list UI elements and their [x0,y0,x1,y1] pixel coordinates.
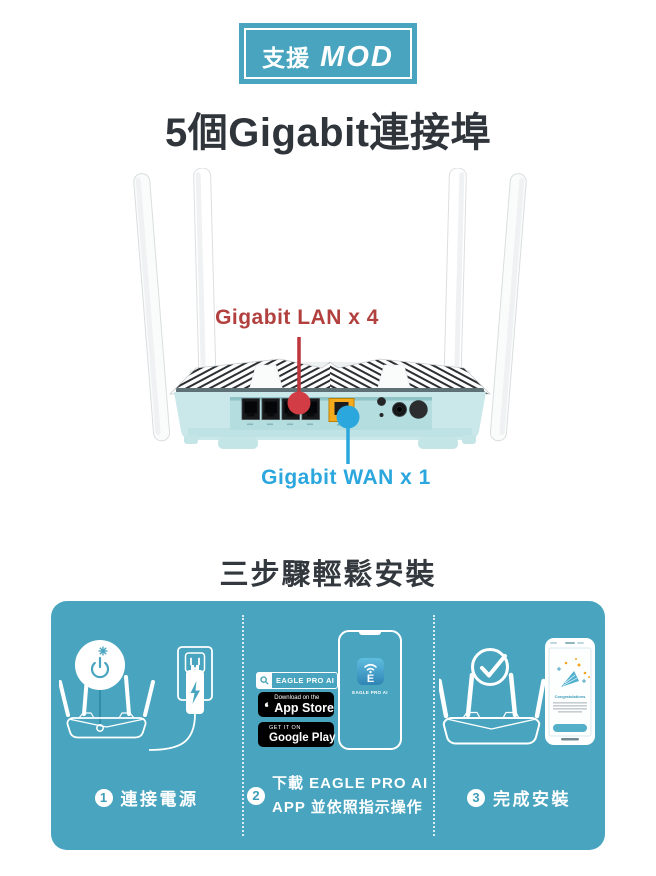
power-button [409,400,428,419]
antenna-left-outer [133,173,171,442]
router-outline [59,675,155,739]
install-section-title: 三步驟輕鬆安裝 [219,559,437,591]
phone-illustration-step2: E EAGLE PRO AI [338,630,402,750]
appstore-tagline: Download on the [274,694,320,701]
vent-hatch-right [330,359,490,394]
step3-number: 3 [467,788,485,807]
step1-label: 1 連接電源 [51,785,242,810]
reset-hole [379,413,384,417]
confetti-icon [557,658,590,687]
appstore-name: App Store [274,700,334,715]
phone-congrats-title: Congratulations [555,694,586,699]
router-back-photo [133,168,527,464]
step1-label-text: 連接電源 [120,790,199,809]
badge-mod-text: MOD [320,41,394,73]
phone-done-button [553,724,587,732]
step1-illustration [59,640,213,751]
wifi-icon [363,663,377,671]
app-icon-caption: EAGLE PRO AI [352,690,388,695]
googleplay-name: Google Play [269,731,336,744]
badge-prefix-text: 支援 [262,45,311,71]
support-badge-border: 支援 MOD [244,28,412,79]
install-panel: 1 連接電源 EAGLE PRO AI Download on the [51,601,605,850]
antenna-right-outer [489,173,527,442]
phone-notch [359,631,381,635]
wan-callout-label: Gigabit WAN x 1 [261,466,431,489]
step3-label: 3 完成安裝 [433,785,605,810]
step2-number: 2 [247,787,265,805]
power-icon [90,656,110,679]
antenna-left-inner [193,168,218,419]
panel-divider-2 [433,615,435,836]
apple-logo-icon [264,701,270,707]
googleplay-tagline: GET IT ON [269,724,301,731]
search-text: EAGLE PRO AI [276,676,335,685]
step1-number: 1 [94,788,113,807]
step2-label-line2: APP 並依照指示操作 [272,799,423,816]
google-play-badge[interactable]: GET IT ON Google Play [258,722,336,747]
magnifier-icon [257,673,272,688]
support-badge: 支援 MOD [239,23,417,84]
step3-illustration: Congratulations [439,638,595,745]
wps-button [377,397,387,407]
step2-label: 2 下載 EAGLE PRO AI APP 並依照指示操作 [242,772,433,820]
phone-illustration-step3: Congratulations [545,638,595,745]
step-3: Congratulations 3 完成安裝 [433,601,605,850]
step3-label-text: 完成安裝 [493,790,571,809]
app-store-badge[interactable]: Download on the App Store [258,692,334,717]
panel-divider-1 [242,615,244,836]
step-1: 1 連接電源 [51,601,242,850]
eagle-pro-ai-app-icon: E [356,658,384,685]
sparkle-icon [98,646,108,656]
app-icon-letter: E [366,673,373,685]
page-title: 5個Gigabit連接埠 [164,111,492,155]
step-2: EAGLE PRO AI Download on the App Store [242,601,433,850]
lan-callout-label: Gigabit LAN x 4 [215,306,379,329]
step2-label-line1: 下載 EAGLE PRO AI [272,775,429,792]
wan-callout-dot [336,405,360,429]
vent-hatch-left [170,359,330,394]
power-adapter-icon [148,665,204,751]
router-outline [439,672,546,745]
lan-callout-dot [287,391,311,415]
app-search-bar: EAGLE PRO AI [256,672,338,689]
lightning-icon [190,681,200,704]
checkmark-icon [471,648,509,686]
